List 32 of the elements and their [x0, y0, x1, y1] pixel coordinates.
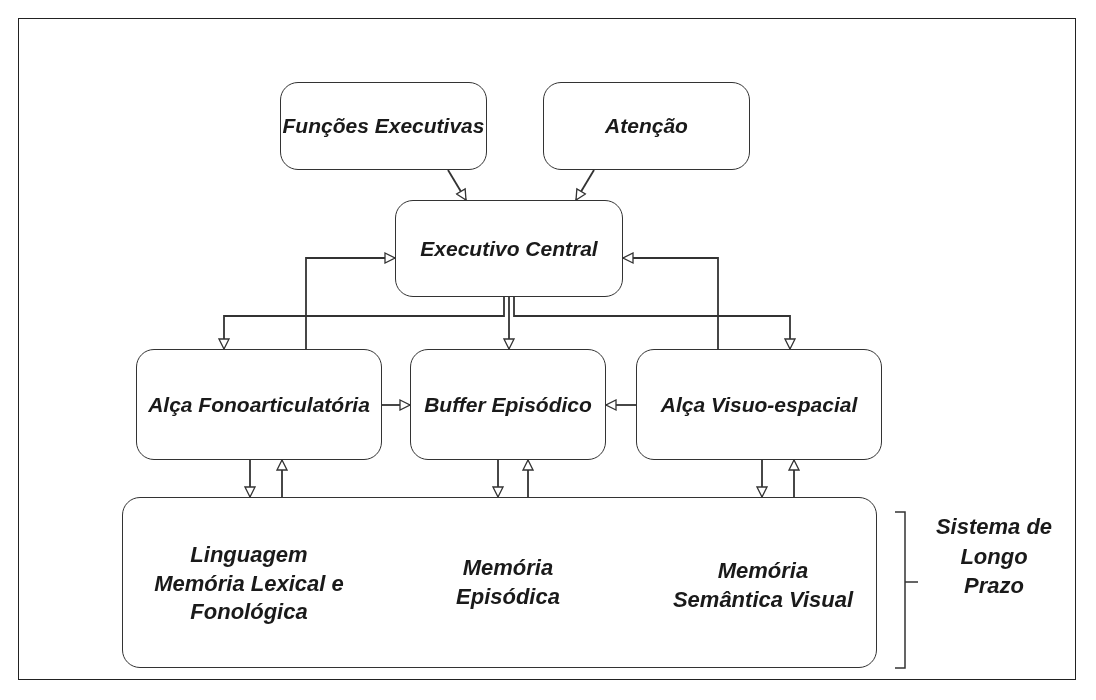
- node-text: Alça Visuo-espacial: [660, 391, 858, 418]
- node-text: Executivo Central: [420, 235, 598, 262]
- arrow: [622, 252, 719, 350]
- node-text: Atenção: [605, 113, 688, 140]
- arrow: [218, 296, 505, 350]
- arrow: [756, 459, 768, 498]
- process-box: [543, 82, 750, 170]
- node-text: Linguagem Memória Lexical e Fonológica: [153, 541, 345, 627]
- arrow: [492, 459, 504, 498]
- arrow: [605, 399, 637, 411]
- process-box: [410, 349, 606, 460]
- arrow: [305, 252, 396, 350]
- arrow: [381, 399, 411, 411]
- node-text: Memória Episódica: [455, 554, 561, 611]
- node-text: Buffer Episódico: [424, 391, 592, 418]
- node-text: Funções Executivas: [282, 113, 485, 140]
- process-box: [136, 349, 382, 460]
- node-text: Alça Fonoarticulatória: [148, 391, 370, 418]
- arrow: [244, 459, 256, 498]
- arrow: [513, 296, 796, 350]
- arrow: [447, 169, 467, 201]
- process-box: [280, 82, 487, 170]
- arrow: [575, 169, 595, 201]
- arrow: [503, 296, 515, 350]
- arrow: [522, 459, 534, 498]
- process-box: [395, 200, 623, 297]
- arrow: [276, 459, 288, 498]
- process-box: [636, 349, 882, 460]
- arrow: [788, 459, 800, 498]
- side-label: Sistema de Longo Prazo: [935, 513, 1053, 601]
- system-box: [122, 497, 877, 668]
- node-text: Memória Semântica Visual: [671, 557, 855, 614]
